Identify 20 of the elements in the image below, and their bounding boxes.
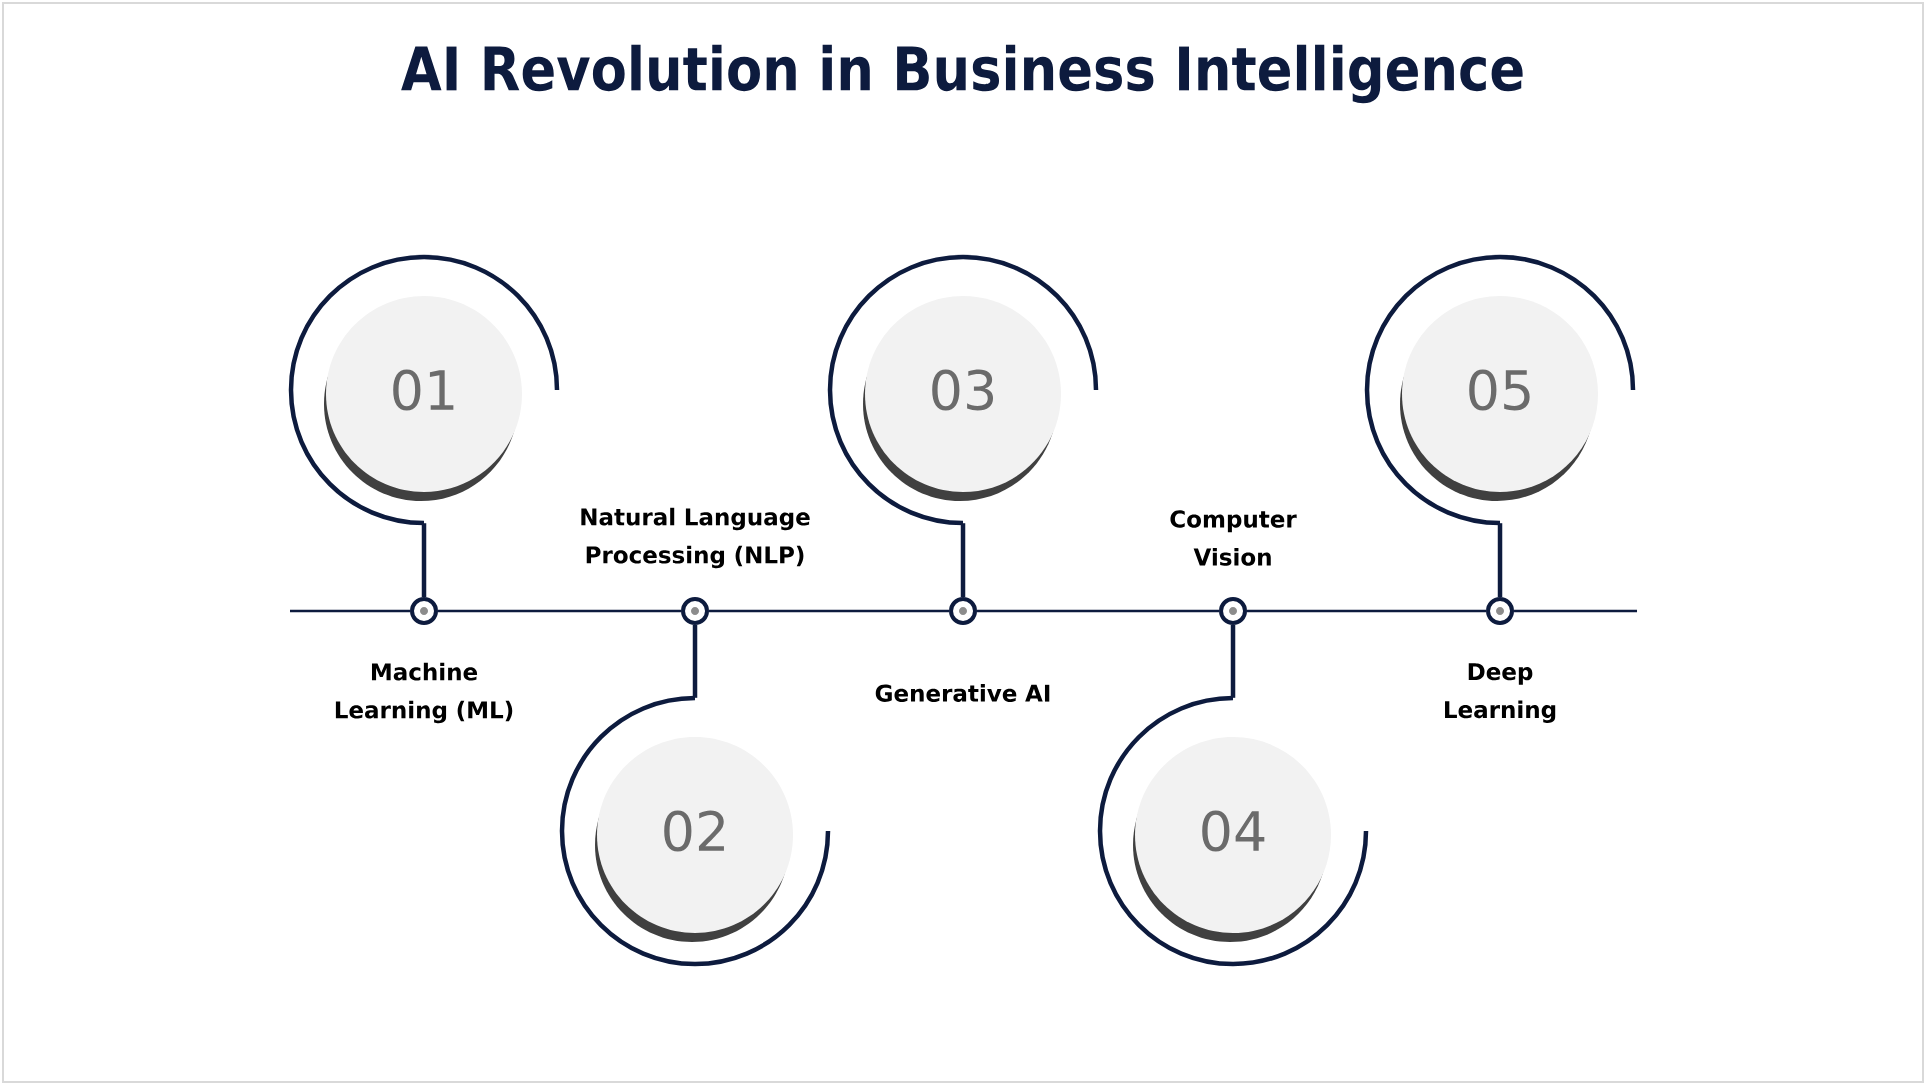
connector-line	[709, 609, 949, 613]
connector-line	[977, 609, 1219, 613]
timeline-dot	[681, 597, 709, 625]
connector-line	[421, 523, 427, 597]
connector-line	[960, 523, 966, 597]
connector-line	[438, 609, 681, 613]
connector-line	[1247, 609, 1486, 613]
timeline-dot	[1486, 597, 1514, 625]
timeline-dot	[1219, 597, 1247, 625]
connector-line	[692, 625, 698, 698]
item-label: Generative AI	[875, 684, 1050, 702]
connector-line	[1497, 523, 1503, 597]
timeline-dot	[410, 597, 438, 625]
item-label: Computer Vision	[1170, 510, 1297, 566]
timeline-dot	[949, 597, 977, 625]
item-label: Natural Language Processing (NLP)	[581, 507, 810, 569]
item-label: Deep Learning	[1445, 663, 1556, 723]
item-label: Machine Learning (ML)	[335, 662, 513, 724]
connector-line	[1230, 625, 1236, 698]
title: AI Revolution in Business Intelligence	[401, 44, 1523, 104]
